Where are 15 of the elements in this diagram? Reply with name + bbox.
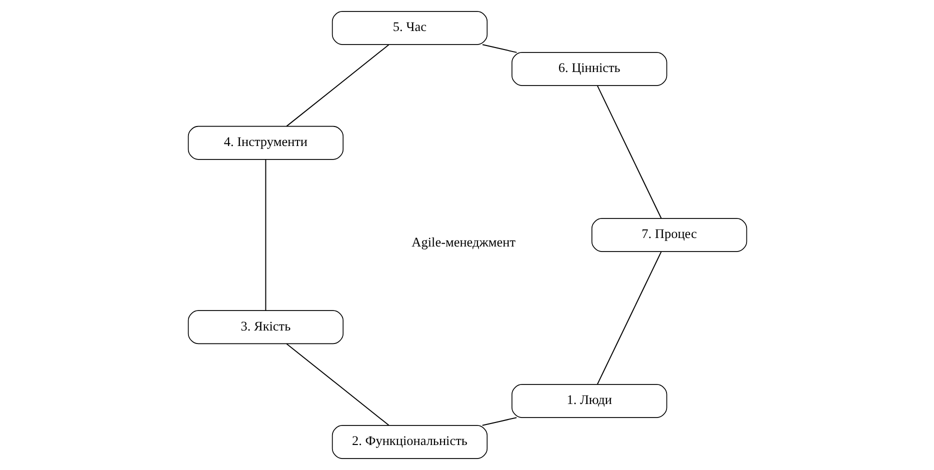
node-box: 2. Функціональність: [331, 425, 488, 459]
connector: [481, 417, 517, 426]
connector: [596, 85, 662, 219]
connector: [596, 251, 662, 385]
node-box: 5. Час: [331, 11, 488, 45]
node-box: 3. Якість: [187, 310, 344, 344]
node-box: 1. Люди: [511, 384, 667, 418]
node-box: 4. Інструменти: [187, 126, 344, 160]
connector: [286, 343, 389, 426]
connector: [482, 44, 517, 53]
connector: [264, 159, 266, 311]
node-box: 6. Цінність: [511, 52, 667, 86]
label: Agile-менеджмент: [411, 234, 516, 250]
node-box: 7. Процес: [590, 218, 747, 252]
connector: [286, 44, 389, 127]
